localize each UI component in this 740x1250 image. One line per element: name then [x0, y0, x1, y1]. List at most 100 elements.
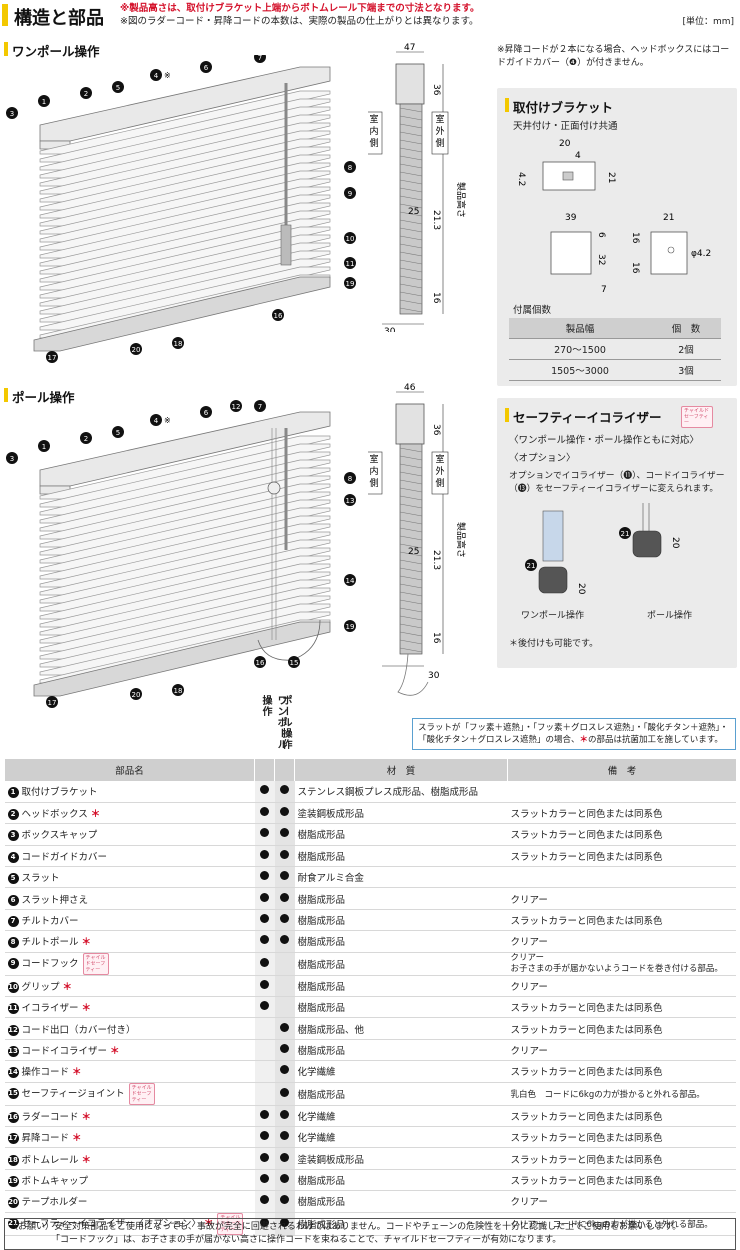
- part-remark: 乳白色 コードに6kgの力が掛かると外れる部品。: [507, 1082, 736, 1106]
- applicable-dot: [280, 1043, 289, 1053]
- one-pole-cell: [254, 909, 275, 932]
- col-material: 材 質: [294, 759, 508, 781]
- callout-marker: [344, 257, 356, 269]
- applicable-dot: [280, 849, 289, 859]
- slat: [39, 90, 331, 155]
- svg-text:21: 21: [663, 213, 674, 223]
- part-number: 11: [7, 1003, 19, 1015]
- slat: [39, 154, 331, 219]
- side-slat: [399, 267, 423, 273]
- callout-label: 6: [204, 409, 209, 417]
- callout-marker: [6, 107, 18, 119]
- pole-cell: [274, 887, 295, 910]
- part-material: 樹脂成形品: [294, 1169, 508, 1192]
- side-slat: [399, 631, 423, 637]
- slat: [39, 443, 331, 508]
- part-remark: スラットカラーと同色または同系色: [507, 1105, 736, 1127]
- one-pole-title: ワンポール操作: [12, 44, 100, 59]
- side-slat: [399, 179, 423, 185]
- slat: [39, 523, 331, 588]
- side-slat: [399, 187, 423, 193]
- part-material: 樹脂成形品: [294, 1082, 508, 1106]
- side-slat: [399, 527, 423, 533]
- slat: [39, 587, 331, 652]
- part-number: 8: [7, 937, 19, 949]
- applicable-dot: [260, 1217, 269, 1227]
- callout-label: 10: [346, 235, 355, 243]
- applicable-dot: [280, 1152, 289, 1162]
- svg-text:4.2: 4.2: [516, 172, 526, 186]
- one-pole-cell: [254, 1017, 275, 1040]
- callout-marker: [38, 440, 50, 452]
- side-view-pole: 46 36 25 21.3 16 30 室 内 側 室 外 側 製品高さ: [368, 383, 467, 696]
- svg-text:16: 16: [630, 232, 640, 244]
- side-slat: [399, 623, 423, 629]
- callout-marker: [172, 337, 184, 349]
- slat: [39, 226, 331, 291]
- part-label: コード出口（カバー付き）: [21, 1024, 136, 1036]
- svg-text:25: 25: [408, 547, 419, 557]
- dim-36: 36: [431, 84, 441, 96]
- side-slat: [399, 227, 423, 233]
- side-slat: [399, 495, 423, 501]
- one-pole-cell: [254, 781, 275, 803]
- slat: [39, 475, 331, 540]
- one-pole-cell: [254, 823, 275, 846]
- side-slat: [399, 615, 423, 621]
- svg-text:20: 20: [559, 139, 571, 149]
- applicable-dot: [280, 1087, 289, 1097]
- pole-cell: [274, 823, 295, 846]
- callout-marker: [150, 69, 162, 81]
- applicable-dot: [280, 785, 289, 795]
- pole-cell: [274, 1060, 295, 1083]
- svg-text:6: 6: [596, 232, 606, 238]
- side-slat: [399, 243, 423, 249]
- callout-marker: [150, 414, 162, 426]
- part-remark: クリアー: [507, 975, 736, 998]
- antibacterial-mark: ＊: [72, 1067, 82, 1079]
- slat: [39, 571, 331, 636]
- safety-drawing: 21 20 21 20: [525, 503, 680, 595]
- slat: [39, 106, 331, 171]
- part-number: 10: [7, 981, 19, 993]
- callout-marker: [344, 574, 356, 586]
- side-slat: [399, 107, 423, 113]
- side-slat: [399, 559, 423, 565]
- side-slat: [399, 299, 423, 305]
- part-label: セーフティーイコライザー〈オプション〉: [21, 1218, 201, 1230]
- slat: [39, 555, 331, 620]
- slat: [39, 547, 331, 612]
- part-material: 樹脂成形品: [294, 996, 508, 1019]
- bracket-drawing: 20 4 4.2 21 39 6 32 7 21 16 16 φ4.2: [516, 139, 711, 295]
- side-slat: [399, 235, 423, 241]
- applicable-dot: [260, 914, 269, 924]
- pole-cell: [274, 909, 295, 932]
- applicable-dot: [260, 1131, 269, 1141]
- part-label: ボトムキャップ: [21, 1175, 89, 1187]
- part-remark: スラットカラーと同色または同系色: [507, 1060, 736, 1083]
- part-material: 化学繊維: [294, 1126, 508, 1149]
- part-label: セーフティージョイント: [21, 1088, 125, 1100]
- slat: [39, 483, 331, 548]
- slat: [39, 611, 331, 676]
- antibacterial-mark: ＊: [81, 1154, 92, 1166]
- pole-title: ポール操作: [12, 390, 75, 405]
- one-pole-cell: [254, 975, 275, 998]
- callout-label: 1: [42, 443, 46, 451]
- svg-text:外: 外: [435, 465, 444, 477]
- svg-text:側: 側: [435, 137, 444, 149]
- pole-cell: [274, 1082, 295, 1106]
- one-pole-cell: [254, 1126, 275, 1149]
- part-number: 3: [7, 830, 19, 842]
- side-slat: [399, 511, 423, 517]
